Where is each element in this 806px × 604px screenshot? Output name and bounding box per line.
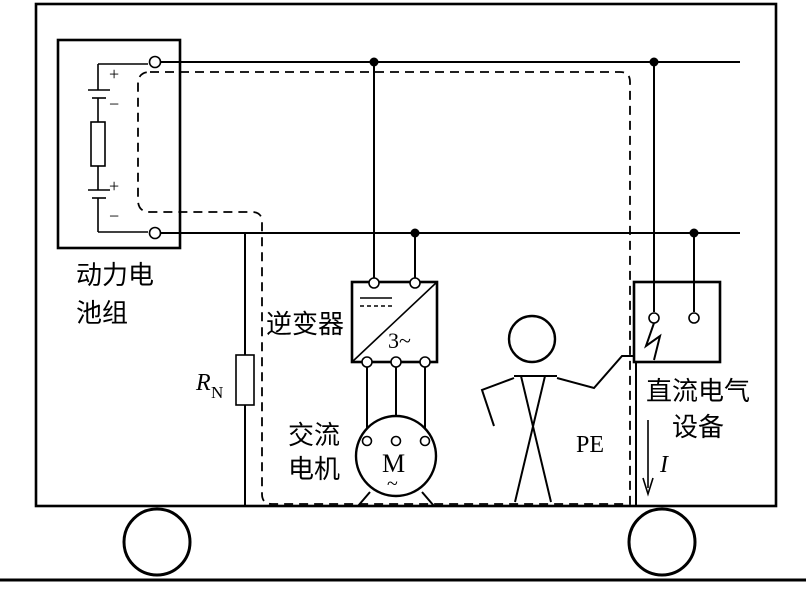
resistor-label-subscript: N bbox=[211, 383, 223, 402]
fault-current-path bbox=[137, 71, 631, 505]
current-arrow-head bbox=[642, 477, 654, 497]
motor-symbol: M bbox=[382, 449, 405, 478]
dc-terminal-1 bbox=[648, 312, 660, 324]
inverter-label: 逆变器 bbox=[266, 310, 344, 340]
resistor-rn bbox=[235, 354, 255, 406]
inverter-terminal-1 bbox=[368, 277, 380, 289]
pe-label: PE bbox=[576, 432, 604, 458]
current-label: I bbox=[659, 452, 669, 478]
dc-terminal-2 bbox=[688, 312, 700, 324]
resistor-label: R bbox=[195, 370, 211, 396]
battery-minus-top: − bbox=[109, 94, 119, 114]
battery-terminal-positive bbox=[148, 55, 162, 69]
battery-pack-box bbox=[56, 38, 182, 250]
battery-label-line2: 池组 bbox=[76, 299, 128, 329]
fault-spark-icon bbox=[644, 322, 662, 361]
motor-label-line2: 电机 bbox=[288, 455, 340, 485]
battery-terminal-negative bbox=[148, 226, 162, 240]
vehicle-body bbox=[34, 2, 778, 508]
motor-circle bbox=[354, 414, 438, 498]
inverter-terminal-out-1 bbox=[361, 356, 373, 368]
dc-equipment-box bbox=[632, 280, 722, 364]
battery-plus-top: + bbox=[109, 64, 119, 84]
battery-label-line1: 动力电 bbox=[76, 261, 154, 291]
battery-plus-bottom: + bbox=[109, 176, 119, 196]
inverter-terminal-out-3 bbox=[419, 356, 431, 368]
motor-tilde: ~ bbox=[387, 473, 398, 495]
battery-cells bbox=[88, 63, 148, 233]
person-figure bbox=[480, 314, 634, 503]
inverter-terminal-2 bbox=[409, 277, 421, 289]
wheel-right bbox=[627, 507, 697, 577]
dc-device-label-line1: 直流电气 bbox=[646, 377, 750, 407]
battery-minus-bottom: − bbox=[109, 206, 119, 226]
motor-label-line1: 交流 bbox=[288, 421, 340, 451]
wheel-left bbox=[122, 507, 192, 577]
inverter-symbol: 3~ bbox=[388, 328, 411, 353]
dc-device-label-line2: 设备 bbox=[672, 413, 724, 443]
inverter-terminal-out-2 bbox=[390, 356, 402, 368]
